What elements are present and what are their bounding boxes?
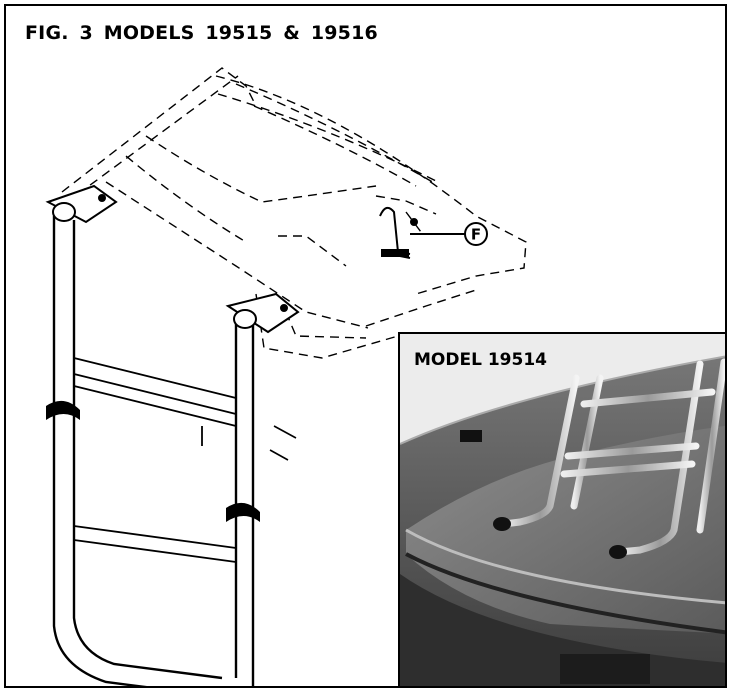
ladder-left-rail — [52, 216, 223, 686]
platform-dashed-outline — [61, 67, 527, 359]
inset-photo-box: MODEL 19514 — [398, 332, 725, 686]
ladder-clamps — [46, 400, 260, 522]
bracket-f — [379, 206, 466, 259]
platform-deck — [406, 425, 725, 634]
figure-title: FIG. 3 MODELS 19515 & 19516 — [25, 22, 378, 44]
hatch-marks — [269, 425, 297, 461]
ladder-right-rail — [234, 322, 255, 686]
boat-ladder-photo — [400, 334, 725, 686]
figure-frame: FIG. 3 MODELS 19515 & 19516 — [4, 4, 727, 688]
ladder-line-drawing: F — [45, 67, 527, 686]
callout-letter-f: F — [471, 226, 481, 244]
callout-f-marker: F — [464, 222, 488, 246]
inset-label: MODEL 19514 — [414, 350, 547, 370]
ladder-feet — [460, 430, 627, 559]
top-hinge-right — [225, 292, 300, 334]
chrome-ladder — [500, 358, 725, 556]
ladder-step — [73, 357, 237, 563]
top-hinge-left — [45, 184, 118, 224]
